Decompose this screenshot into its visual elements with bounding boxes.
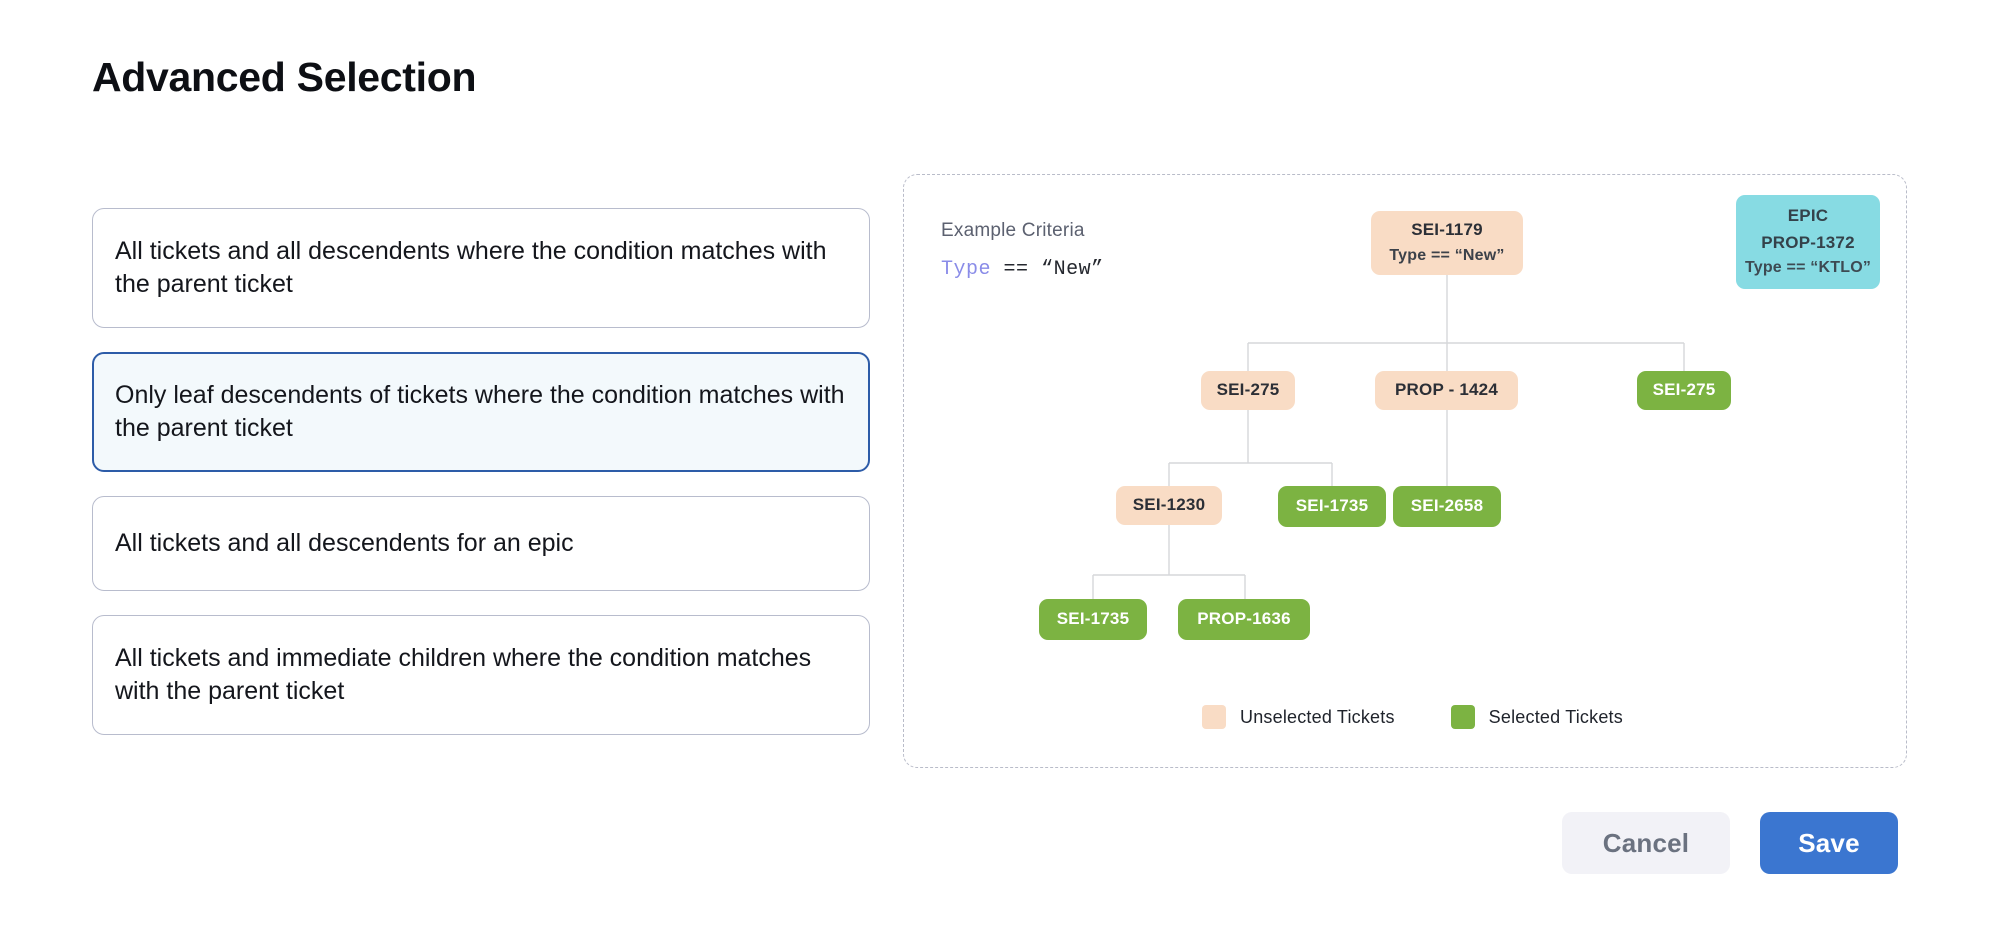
tree-node-sei-1735-b-title: SEI-1735 [1056, 609, 1130, 629]
tree-node-sei-1735-a[interactable]: SEI-1735 [1278, 486, 1386, 527]
selection-option-3[interactable]: All tickets and immediate children where… [92, 615, 870, 735]
page-title: Advanced Selection [92, 54, 477, 100]
tree-node-sei-1179[interactable]: SEI-1179 Type == “New” [1371, 211, 1523, 275]
selection-option-2[interactable]: All tickets and all descendents for an e… [92, 496, 870, 591]
selection-option-1-label: Only leaf descendents of tickets where t… [115, 381, 845, 442]
legend-swatch-selected-icon [1450, 705, 1475, 729]
tree-node-sei-1230-title: SEI-1230 [1132, 495, 1206, 515]
legend-swatch-unselected-icon [1202, 705, 1226, 729]
tree-node-epic-title: EPIC [1787, 206, 1829, 226]
tree-node-sei-1179-subtitle: Type == “New” [1389, 246, 1505, 264]
diagram-legend: Unselected Tickets Selected Tickets [1202, 705, 1623, 729]
tree-node-epic-key: PROP-1372 [1761, 232, 1855, 252]
tree-node-sei-1230[interactable]: SEI-1230 [1116, 486, 1222, 525]
legend-item-selected: Selected Tickets [1450, 705, 1623, 729]
selection-option-3-label: All tickets and immediate children where… [115, 644, 812, 705]
legend-item-unselected: Unselected Tickets [1202, 705, 1395, 729]
legend-label-selected: Selected Tickets [1488, 706, 1623, 727]
tree-node-sei-1179-title: SEI-1179 [1411, 220, 1483, 240]
tree-node-sei-2658-title: SEI-2658 [1410, 496, 1484, 516]
tree-node-sei-1735-b[interactable]: SEI-1735 [1039, 599, 1147, 640]
selection-option-2-label: All tickets and all descendents for an e… [115, 529, 574, 557]
tree-node-epic-prop-1372[interactable]: EPIC PROP-1372 Type == “KTLO” [1736, 195, 1880, 289]
criteria-label: Example Criteria [941, 220, 1085, 241]
save-button[interactable]: Save [1760, 812, 1898, 874]
tree-node-sei-275-b[interactable]: SEI-275 [1637, 371, 1731, 410]
selection-option-0[interactable]: All tickets and all descendents where th… [92, 208, 870, 328]
tree-node-sei-275-a-title: SEI-275 [1216, 380, 1280, 400]
selection-option-1[interactable]: Only leaf descendents of tickets where t… [92, 352, 870, 472]
selection-option-list: All tickets and all descendents where th… [92, 208, 870, 759]
tree-node-prop-1636[interactable]: PROP-1636 [1178, 599, 1310, 640]
tree-node-prop-1636-title: PROP-1636 [1197, 609, 1291, 629]
cancel-button[interactable]: Cancel [1562, 812, 1730, 874]
example-diagram-panel: Example Criteria Type == “New” [903, 174, 1907, 768]
tree-node-sei-2658[interactable]: SEI-2658 [1393, 486, 1501, 527]
tree-node-epic-subtitle: Type == “KTLO” [1744, 258, 1872, 276]
criteria-value: “New” [1041, 258, 1104, 281]
tree-node-sei-275-a[interactable]: SEI-275 [1201, 371, 1295, 410]
tree-node-prop-1424[interactable]: PROP - 1424 [1375, 371, 1518, 410]
tree-node-prop-1424-title: PROP - 1424 [1395, 380, 1498, 400]
dialog-footer: Cancel Save [1562, 812, 1898, 874]
tree-node-sei-275-b-title: SEI-275 [1652, 380, 1716, 400]
tree-node-sei-1735-a-title: SEI-1735 [1295, 496, 1369, 516]
criteria-field: Type [941, 258, 992, 281]
criteria-expression: Type == “New” [941, 258, 1104, 281]
legend-label-unselected: Unselected Tickets [1240, 706, 1395, 727]
selection-option-0-label: All tickets and all descendents where th… [115, 237, 827, 298]
criteria-operator: == [1003, 258, 1029, 281]
